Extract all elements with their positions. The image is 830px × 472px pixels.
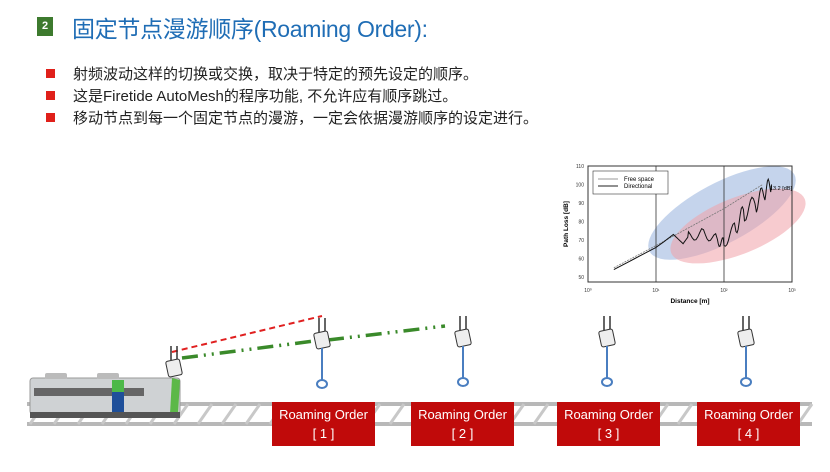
order-index: [ 2 ] [451, 426, 474, 441]
order-index: [ 1 ] [312, 426, 335, 441]
mobile-node-access-point-icon [165, 346, 183, 378]
roaming-order-4: Roaming Order [ 4 ] [697, 402, 800, 446]
order-label: Roaming Order [418, 407, 507, 422]
list-item: 射频波动这样的切换或交换，取决于特定的预先设定的顺序。 [46, 62, 538, 84]
track-sleeper [532, 403, 550, 425]
section-number-badge: 2 [37, 17, 53, 36]
track-sleeper [196, 403, 214, 425]
fixed-node-access-point-icon [598, 316, 616, 387]
list-item: 这是Firetide AutoMesh的程序功能, 不允许应有顺序跳过。 [46, 84, 538, 106]
bullet-square-icon [46, 68, 55, 78]
fixed-node-access-point-icon [454, 316, 472, 387]
track-sleeper [676, 403, 694, 425]
fixed-node-access-point-icon [737, 316, 755, 387]
roaming-order-2: Roaming Order [ 2 ] [411, 402, 514, 446]
bullet-list: 射频波动这样的切换或交换，取决于特定的预先设定的顺序。 这是Firetide A… [46, 62, 538, 128]
bullet-text: 这是Firetide AutoMesh的程序功能, 不允许应有顺序跳过。 [73, 87, 458, 105]
wireless-links [171, 315, 446, 360]
order-label: Roaming Order [704, 407, 793, 422]
bullet-square-icon [46, 90, 55, 100]
bullet-text: 射频波动这样的切换或交换，取决于特定的预先设定的顺序。 [73, 65, 479, 83]
track-sleeper [388, 403, 406, 425]
track-sleeper [244, 403, 262, 425]
list-item: 移动节点到每一个固定节点的漫游，一定会依据漫游顺序的设定进行。 [46, 106, 538, 128]
track-sleeper [172, 403, 190, 425]
order-label: Roaming Order [279, 407, 368, 422]
track-sleeper [796, 403, 814, 425]
page-title: 固定节点漫游顺序(Roaming Order): [72, 16, 428, 42]
track-sleeper [220, 403, 238, 425]
bullet-text: 移动节点到每一个固定节点的漫游，一定会依据漫游顺序的设定进行。 [73, 109, 539, 127]
order-label: Roaming Order [564, 407, 653, 422]
bullet-square-icon [46, 112, 55, 122]
fixed-node-access-point-icon [313, 318, 331, 389]
roaming-order-1: Roaming Order [ 1 ] [272, 402, 375, 446]
order-index: [ 4 ] [737, 426, 760, 441]
train-icon [29, 373, 181, 418]
order-index: [ 3 ] [597, 426, 620, 441]
roaming-order-3: Roaming Order [ 3 ] [557, 402, 660, 446]
